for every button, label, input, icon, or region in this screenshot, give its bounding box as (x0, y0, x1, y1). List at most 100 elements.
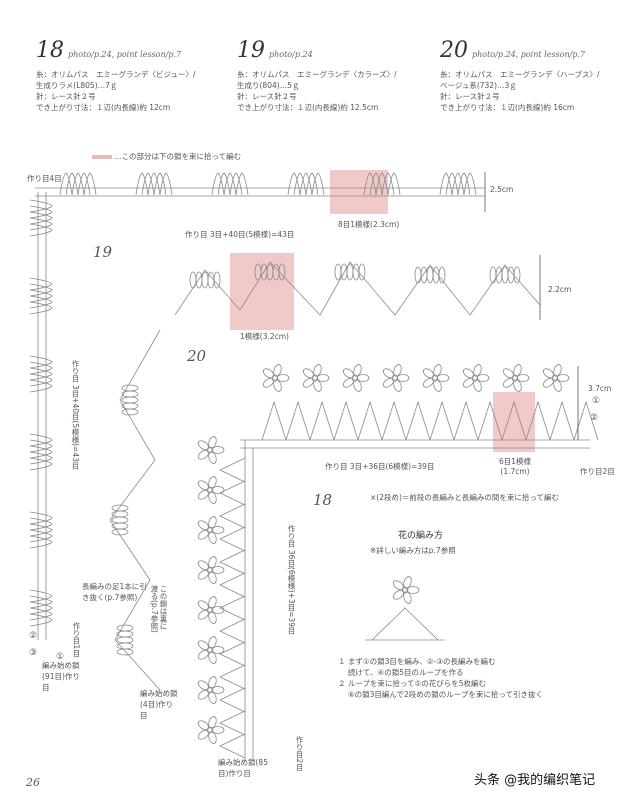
v-stitch (381, 400, 407, 441)
p18-width: 2.5cm (490, 185, 514, 194)
marker-2: ② (29, 631, 38, 641)
stitch-mark (29, 277, 53, 291)
flower-petal (276, 374, 290, 382)
stitch-mark (211, 172, 225, 196)
stitch-mark (29, 613, 53, 627)
petal-stitch (489, 266, 497, 284)
flower-petal (211, 686, 225, 694)
petal-stitch (358, 263, 366, 281)
stitch-mark (29, 295, 53, 309)
flower-center (311, 374, 319, 382)
flower-petal (462, 377, 475, 388)
flower-chart (365, 576, 445, 641)
flower-petal (382, 368, 395, 379)
flower-petal (516, 374, 530, 382)
flower-petal (342, 377, 355, 388)
chart-v (371, 607, 439, 641)
petal-stitch (278, 263, 286, 281)
v-stitch (219, 480, 246, 506)
flower-petal (197, 440, 210, 451)
v-stitch (453, 400, 479, 441)
diagram-19 (109, 253, 541, 691)
v-stitch (285, 400, 311, 441)
petal-stitch (195, 271, 203, 289)
petal-stitch (121, 390, 139, 398)
petal-stitch (207, 271, 215, 289)
flower-title: 花の編み方 (398, 531, 444, 541)
stitch-mark (29, 523, 53, 537)
flower-center (206, 726, 214, 734)
stitch-mark (29, 301, 53, 315)
flower-petal (208, 571, 217, 584)
flower-step: ２ ループを束に拾って⑤の花びらを5枚編む (338, 679, 487, 688)
stitch-mark (217, 172, 231, 196)
v-stitch (219, 503, 246, 529)
p20-left-count: 作り目 36目(6模様)+3目=39目 (287, 525, 296, 635)
p20-height: 3.7cm (588, 384, 612, 393)
flower-center (206, 566, 214, 574)
flower-petal (197, 680, 210, 691)
stitch-mark (59, 172, 73, 196)
flower-petal (197, 480, 210, 491)
stitch-mark (381, 172, 395, 196)
stitch-mark (287, 172, 301, 196)
flower-petal (208, 451, 217, 464)
v-stitch (219, 664, 246, 690)
size-line: でき上がり寸法：１辺(内長線)約 12.5cm (237, 103, 379, 112)
petal-stitch (420, 266, 428, 284)
flower-petal (353, 379, 362, 392)
stitch-mark (29, 379, 53, 393)
v-stitch (309, 400, 335, 441)
v-stitch (477, 400, 503, 441)
yarn-line: 糸：オリムパス エミーグランデ〈カラーズ〉/ (237, 70, 397, 79)
p20-title: 20 (187, 347, 207, 365)
v-stitch (429, 400, 455, 441)
p20-top-count: 作り目 3目+36目(6模様)=39目 (325, 462, 435, 471)
stitch-mark (305, 172, 319, 196)
marker-1: ① (592, 396, 601, 406)
marker-3: ③ (29, 648, 38, 658)
flower-petal (473, 379, 482, 392)
p20-right-row2: 作り目2目 (580, 467, 615, 476)
stitch-mark (29, 367, 53, 381)
flower-petal (382, 377, 395, 388)
flower-petal (208, 716, 217, 729)
petal-stitch (438, 266, 446, 284)
flower-petal (353, 364, 362, 377)
stitch-mark (29, 589, 53, 603)
petal-stitch (121, 384, 139, 392)
stitch-mark (29, 595, 53, 609)
flower-petal (211, 486, 225, 494)
p19-height: 2.2cm (548, 285, 572, 294)
legend-swatch (92, 155, 112, 159)
flower-center (206, 606, 214, 614)
stitch-mark (363, 172, 377, 196)
v-stitch (525, 400, 551, 441)
pattern-number: 18 (36, 38, 64, 63)
p18-start-row4: 作り目4目 (27, 174, 62, 183)
yarn-color-line: ベージュ系(732)…3ｇ (440, 81, 517, 90)
v-stitch (333, 400, 359, 441)
flower-petal (197, 729, 210, 740)
stitch-mark (29, 535, 53, 549)
petal-stitch (213, 271, 221, 289)
flower-petal (197, 649, 210, 660)
flower-petal (513, 364, 522, 377)
flower-petal (211, 446, 225, 454)
flower-petal (513, 379, 522, 392)
flower-petal (197, 560, 210, 571)
stitch-mark (369, 172, 383, 196)
flower-center (206, 486, 214, 494)
petal-stitch (111, 528, 129, 536)
stitch-mark (223, 172, 237, 196)
stitch-mark (451, 172, 465, 196)
v-stitch (219, 526, 246, 552)
stitch-mark (29, 283, 53, 297)
petal-stitch (111, 504, 129, 512)
stitch-mark (71, 172, 85, 196)
stitch-mark (439, 172, 453, 196)
flower-petal (393, 379, 402, 392)
flower-petal (476, 374, 490, 382)
flower-petal (208, 731, 217, 744)
